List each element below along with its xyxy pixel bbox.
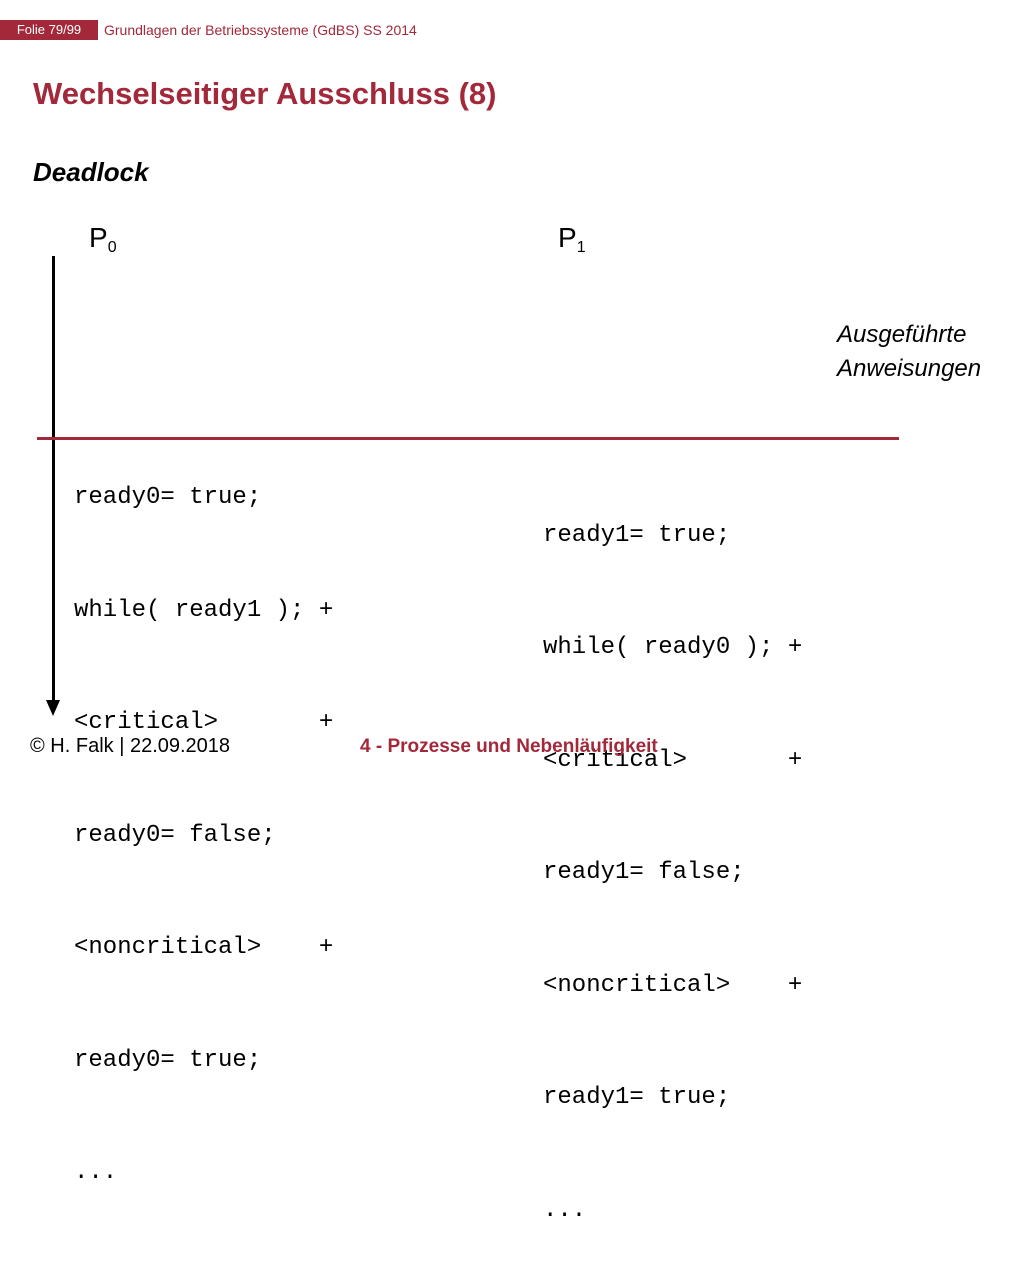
- course-title: Grundlagen der Betriebssysteme (GdBS) SS…: [104, 22, 417, 38]
- deadlock-marker-line: [37, 437, 899, 440]
- code-line: ...: [543, 1196, 587, 1224]
- slide-number-badge: Folie 79/99: [0, 20, 98, 40]
- code-line: ...: [74, 1159, 118, 1186]
- footer-chapter: 4 - Prozesse und Nebenläufigkeit: [360, 736, 658, 757]
- time-axis-arrowhead: [46, 700, 60, 716]
- footer-author-date: © H. Falk | 22.09.2018: [30, 735, 231, 757]
- slide-title: Wechselseitiger Ausschluss (8): [33, 76, 497, 111]
- slide-subtitle: Deadlock: [33, 157, 149, 187]
- code-line: <critical> +: [74, 709, 334, 736]
- code-line: while( ready1 ); +: [74, 596, 334, 624]
- process-p1-label: P1: [558, 222, 586, 256]
- code-line: ready0= false;: [74, 821, 276, 849]
- code-line: ready1= false;: [543, 859, 745, 886]
- code-line: ready1= true;: [543, 1084, 731, 1111]
- time-axis-line: [52, 256, 55, 704]
- process-p0-label: P0: [89, 222, 117, 256]
- executed-statements-annotation: Ausgeführte Anweisungen: [837, 318, 981, 386]
- code-line: <noncritical> +: [543, 971, 803, 999]
- code-block-p1: ready1= true; while( ready0 ); + <critic…: [543, 442, 802, 1267]
- code-line: ready0= true;: [74, 1046, 262, 1074]
- code-line: <noncritical> +: [74, 934, 334, 961]
- annotation-line-2: Anweisungen: [837, 355, 982, 382]
- code-block-p0: ready0= true; while( ready1 ); + <critic…: [74, 404, 333, 1229]
- code-line: while( ready0 ); +: [543, 634, 803, 661]
- code-line: ready0= true;: [74, 484, 262, 511]
- code-line: ready1= true;: [543, 521, 731, 549]
- annotation-line-1: Ausgeführte: [837, 321, 967, 348]
